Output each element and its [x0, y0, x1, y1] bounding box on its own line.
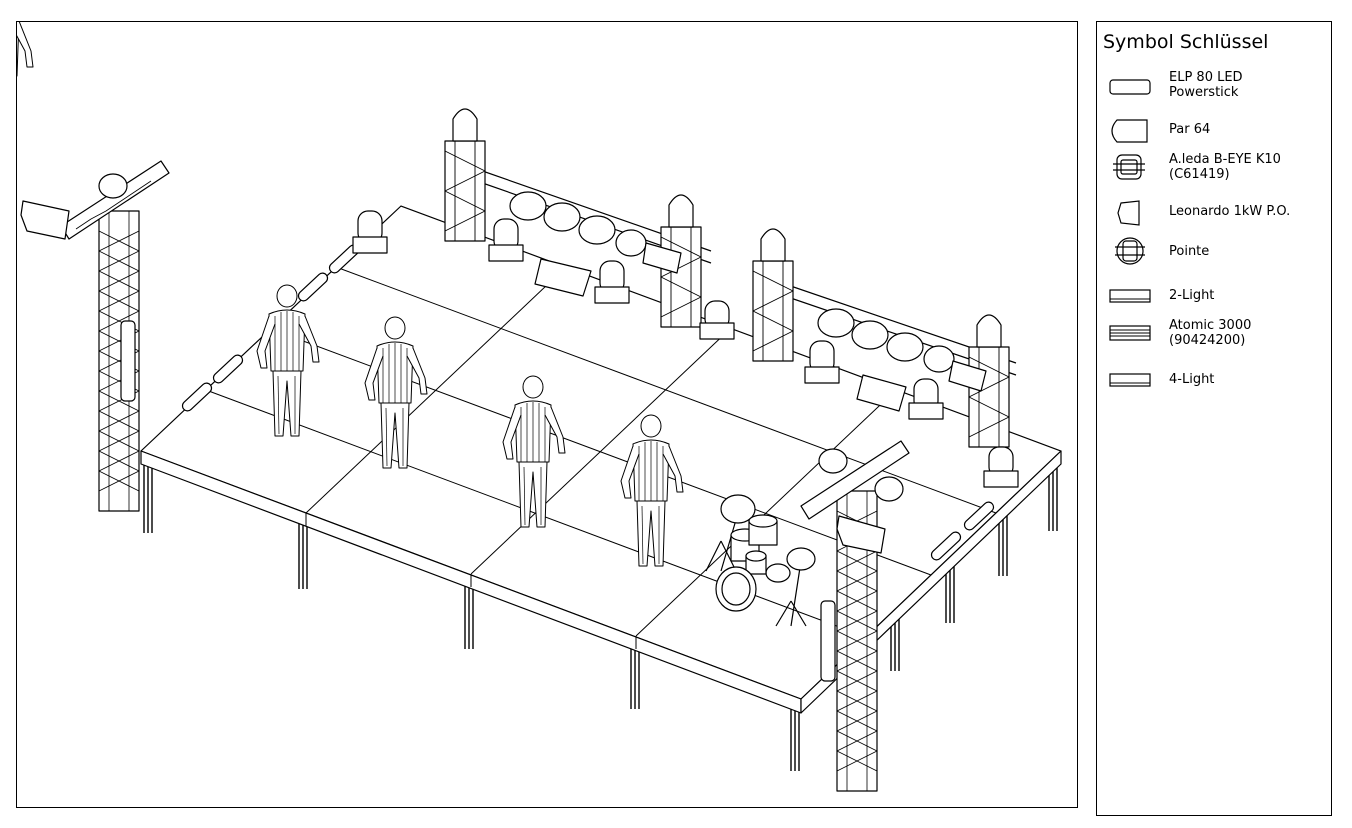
truss-tower [968, 314, 1010, 448]
cymbal [786, 547, 816, 571]
two-light-fixture [948, 360, 987, 392]
par64-row [509, 191, 647, 257]
cymbal [720, 494, 756, 524]
truss-tower [752, 228, 794, 362]
leonardo-fixture [20, 200, 70, 240]
par64-icon [1111, 119, 1148, 143]
legend-label: Pointe [1169, 244, 1210, 259]
two-light-fixture [642, 242, 682, 274]
elp80-powerstick-icon [1109, 79, 1151, 95]
two-light-icon [1109, 289, 1151, 303]
back-truss-right [752, 228, 1019, 488]
legend-label: 2-Light [1169, 288, 1215, 303]
drum-kit [705, 494, 816, 627]
pointe-icon [1115, 237, 1145, 265]
leonardo-fixture [836, 515, 886, 554]
legend-label: Leonardo 1kW P.O. [1169, 204, 1291, 219]
atomic-3000-icon [1109, 325, 1151, 341]
legend-label: Atomic 3000 (90424200) [1169, 318, 1252, 348]
legend-label: A.leda B-EYE K10 (C61419) [1169, 152, 1281, 182]
stage-drawing-frame [16, 21, 1078, 808]
stage-platform [140, 205, 1062, 714]
legend-label: 4-Light [1169, 372, 1215, 387]
elp80-powerstick-row-left [181, 244, 360, 412]
legend-label: ELP 80 LED Powerstick [1169, 70, 1243, 100]
truss-tower [660, 194, 702, 328]
pointe-fixture [98, 173, 128, 199]
two-light-fixture [534, 258, 592, 297]
performer-figures [17, 22, 684, 567]
legend-title: Symbol Schlüssel [1103, 31, 1269, 53]
symbol-legend: Symbol Schlüssel ELP 80 LED Powerstick P… [1096, 21, 1332, 816]
elp80-powerstick-row-right [930, 501, 995, 561]
truss-tower-front-right [800, 440, 910, 792]
par64-row [817, 308, 955, 373]
leonardo-1kw-icon [1117, 200, 1140, 226]
two-light-fixture [856, 374, 907, 412]
legend-label: Par 64 [1169, 122, 1211, 137]
bEye-k10-icon [1113, 154, 1145, 180]
pointe-fixture [818, 448, 848, 474]
pointe-fixture [352, 210, 735, 340]
stage-plan-drawing [17, 22, 1062, 792]
pointe-fixture [874, 476, 904, 502]
four-light-icon [1109, 373, 1151, 387]
pointe-fixture [804, 340, 1019, 488]
back-truss-left [352, 108, 735, 340]
cymbal [765, 563, 791, 583]
truss-tower [444, 108, 486, 242]
truss-tower-front-left [20, 160, 170, 512]
